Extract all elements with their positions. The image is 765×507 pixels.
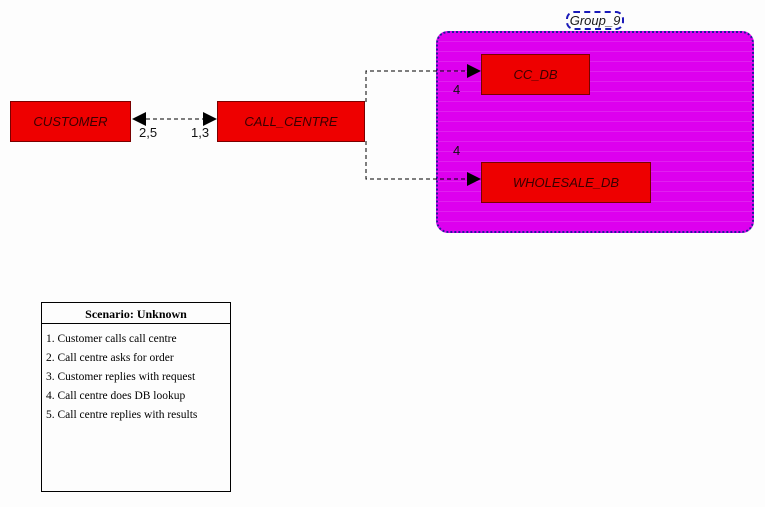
- node-cc-db-label: CC_DB: [513, 67, 558, 82]
- node-wholesale-db[interactable]: WHOLESALE_DB: [481, 162, 651, 203]
- arrowhead-left: [132, 112, 146, 126]
- edge-label-cc-db: 4: [453, 82, 461, 97]
- edge-label-customer-side: 2,5: [139, 125, 158, 140]
- scenario-panel: Scenario: Unknown 1. Customer calls call…: [41, 302, 231, 492]
- node-call-centre-label: CALL_CENTRE: [244, 114, 338, 129]
- arrowhead-wholesale-db: [467, 172, 481, 186]
- scenario-title: Scenario: Unknown: [42, 303, 230, 324]
- node-customer[interactable]: CUSTOMER: [10, 101, 131, 142]
- node-customer-label: CUSTOMER: [33, 114, 108, 129]
- node-wholesale-db-label: WHOLESALE_DB: [512, 175, 620, 190]
- arrowhead-cc-db: [467, 64, 481, 78]
- scenario-step: 3. Customer replies with request: [46, 371, 196, 383]
- edge-label-call-centre-side: 1,3: [191, 125, 210, 140]
- edge-label-wholesale-db: 4: [453, 143, 461, 158]
- node-cc-db[interactable]: CC_DB: [481, 54, 590, 95]
- group-label[interactable]: Group_9: [566, 11, 624, 30]
- edge-call-centre-wholesale-db[interactable]: [365, 141, 467, 180]
- edge-call-centre-cc-db[interactable]: [365, 70, 467, 102]
- scenario-step: 5. Call centre replies with results: [46, 409, 198, 421]
- node-call-centre[interactable]: CALL_CENTRE: [217, 101, 365, 142]
- scenario-steps: 1. Customer calls call centre 2. Call ce…: [42, 324, 230, 425]
- scenario-step: 4. Call centre does DB lookup: [46, 390, 186, 402]
- scenario-step: 1. Customer calls call centre: [46, 333, 177, 345]
- arrowhead-right: [203, 112, 217, 126]
- scenario-step: 2. Call centre asks for order: [46, 352, 174, 364]
